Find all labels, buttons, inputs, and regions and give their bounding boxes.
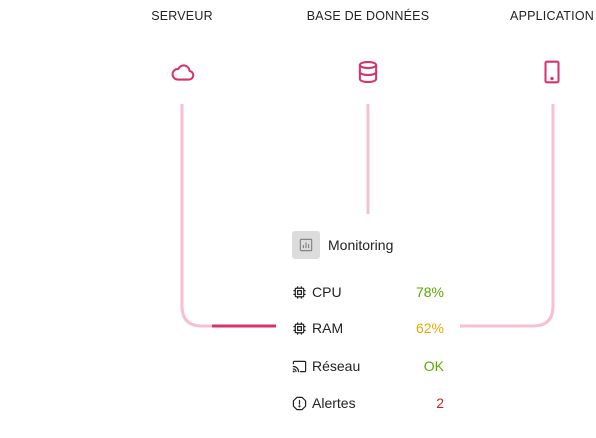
smartphone-icon bbox=[539, 59, 565, 85]
metric-label-reseau: Réseau bbox=[312, 358, 361, 374]
bar-chart-icon bbox=[292, 231, 320, 259]
metric-row-cpu: CPU 78% bbox=[292, 282, 444, 302]
column-label-application: APPLICATION bbox=[510, 9, 594, 23]
cloud-icon bbox=[170, 59, 196, 85]
metric-row-alertes: Alertes 2 bbox=[292, 393, 444, 413]
monitoring-header: Monitoring bbox=[292, 231, 393, 259]
metric-value-cpu: 78% bbox=[415, 284, 444, 300]
metric-value-alertes: 2 bbox=[436, 395, 444, 411]
metric-label-ram: RAM bbox=[312, 320, 344, 336]
metric-row-ram: RAM 62% bbox=[292, 318, 444, 338]
alert-octagon-icon bbox=[292, 396, 307, 411]
database-icon bbox=[355, 59, 381, 85]
connector-application bbox=[460, 104, 555, 328]
monitoring-title: Monitoring bbox=[328, 237, 394, 253]
memory-chip-icon bbox=[292, 321, 307, 336]
cpu-icon bbox=[292, 285, 307, 300]
metric-row-reseau: Réseau OK bbox=[292, 356, 444, 376]
metric-label-alertes: Alertes bbox=[312, 395, 356, 411]
connector-serveur bbox=[180, 104, 276, 328]
metric-label-cpu: CPU bbox=[312, 284, 342, 300]
network-cast-icon bbox=[292, 359, 307, 374]
column-label-serveur: SERVEUR bbox=[151, 9, 213, 23]
metric-value-reseau: OK bbox=[423, 358, 444, 374]
column-label-base-de-donnees: BASE DE DONNÉES bbox=[306, 9, 430, 23]
metric-value-ram: 62% bbox=[415, 320, 444, 336]
